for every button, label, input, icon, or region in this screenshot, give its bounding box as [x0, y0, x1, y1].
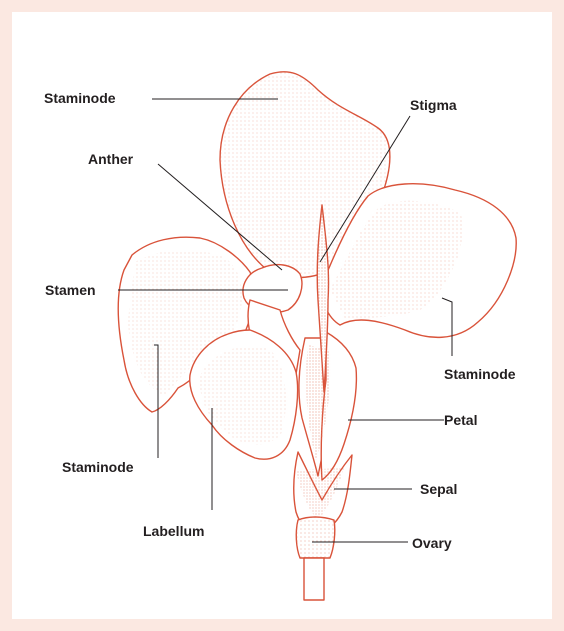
label-ovary: Ovary: [412, 535, 452, 551]
label-stamen: Stamen: [45, 282, 96, 298]
label-stigma: Stigma: [410, 97, 457, 113]
label-staminode-left: Staminode: [62, 459, 134, 475]
label-petal: Petal: [444, 412, 477, 428]
stem-shape: [304, 558, 324, 600]
label-anther: Anther: [88, 151, 133, 167]
label-sepal: Sepal: [420, 481, 457, 497]
label-staminode-right: Staminode: [444, 366, 516, 382]
label-labellum: Labellum: [143, 523, 204, 539]
label-staminode-top: Staminode: [44, 90, 116, 106]
